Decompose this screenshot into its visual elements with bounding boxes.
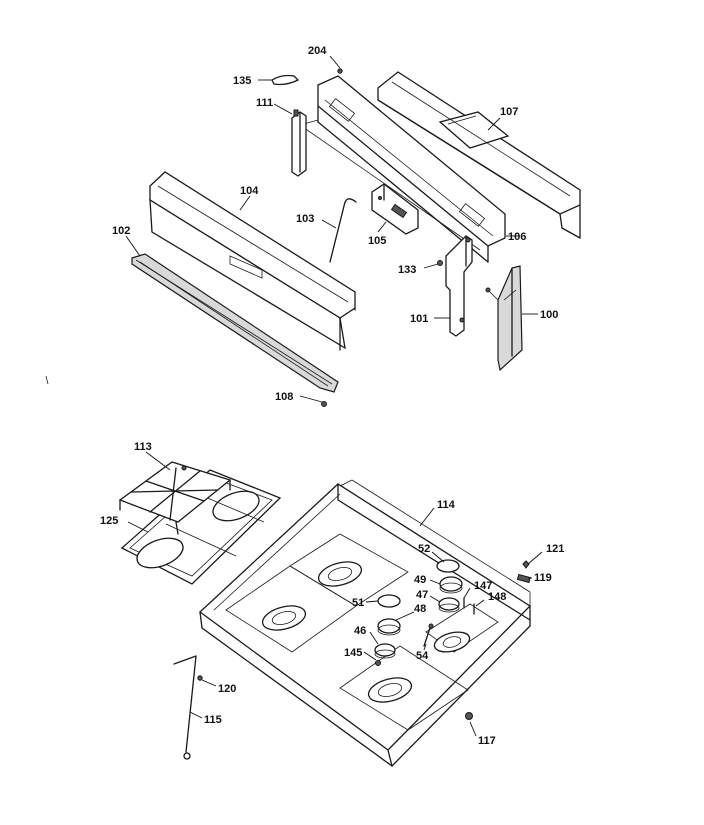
label-147: 147 <box>474 580 492 592</box>
label-51: 51 <box>352 597 364 609</box>
label-119: 119 <box>534 572 552 584</box>
label-52: 52 <box>418 543 430 555</box>
part-102-lower-trim <box>131 253 339 393</box>
label-121: 121 <box>546 543 564 555</box>
label-102: 102 <box>112 225 130 237</box>
label-103: 103 <box>296 213 314 225</box>
label-101: 101 <box>410 313 428 325</box>
label-115: 115 <box>204 714 222 726</box>
part-135-clip <box>271 74 300 86</box>
label-120: 120 <box>218 683 236 695</box>
part-204-screw <box>337 68 343 74</box>
part-47-burner-head <box>438 597 460 613</box>
part-108-screw <box>321 401 327 407</box>
label-135: 135 <box>233 75 251 87</box>
label-100: 100 <box>540 309 558 321</box>
part-100-end-panel <box>485 265 523 372</box>
label-104: 104 <box>240 185 259 197</box>
label-105: 105 <box>368 235 386 247</box>
label-47: 47 <box>416 589 428 601</box>
label-145: 145 <box>344 647 362 659</box>
stray-mark <box>45 375 49 385</box>
part-54-electrode <box>423 623 434 647</box>
part-145-screw <box>375 660 381 666</box>
label-106: 106 <box>508 231 526 243</box>
label-111: 111 <box>256 97 273 109</box>
part-117-leveling-leg <box>465 712 473 720</box>
part-119-bracket <box>516 573 531 584</box>
label-148: 148 <box>488 591 506 603</box>
part-101-side-bracket <box>445 235 473 337</box>
part-46-burner-head <box>374 643 396 659</box>
label-204: 204 <box>308 45 327 57</box>
label-54: 54 <box>416 650 429 662</box>
label-46: 46 <box>354 625 366 637</box>
label-117: 117 <box>478 735 496 747</box>
part-121-clip <box>522 560 530 569</box>
leader-lines <box>125 55 543 737</box>
label-48: 48 <box>414 603 426 615</box>
part-51-burner-cap <box>377 594 401 608</box>
part-106-backguard-panel <box>299 75 506 263</box>
label-114: 114 <box>437 499 456 511</box>
part-133-screw <box>437 260 443 266</box>
label-49: 49 <box>414 574 426 586</box>
part-107-backguard-trim <box>377 71 581 239</box>
part-111-side-bracket <box>291 109 307 177</box>
part-104-control-panel <box>149 171 356 351</box>
label-108: 108 <box>275 391 293 403</box>
part-125-drip-pan <box>120 469 282 585</box>
part-120-screw <box>197 675 203 681</box>
part-48-burner-head <box>377 618 401 636</box>
label-133: 133 <box>398 264 416 276</box>
part-labels: 204 135 111 107 104 103 105 106 102 133 … <box>100 45 564 747</box>
part-114-cooktop <box>198 479 532 767</box>
part-52-burner-cap <box>436 559 460 573</box>
label-107: 107 <box>500 106 518 118</box>
part-105-clock-module <box>371 183 419 235</box>
part-113-grate <box>118 461 232 535</box>
label-125: 125 <box>100 515 118 527</box>
label-113: 113 <box>134 441 152 453</box>
part-103-cable <box>329 198 357 263</box>
part-115-rod <box>173 655 197 760</box>
